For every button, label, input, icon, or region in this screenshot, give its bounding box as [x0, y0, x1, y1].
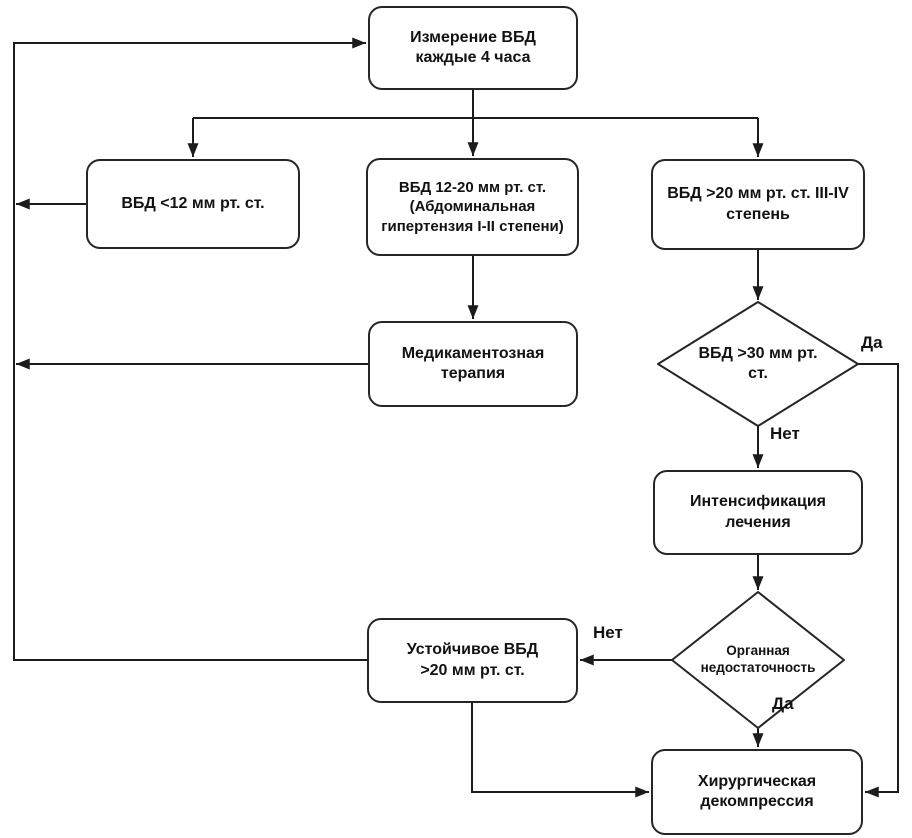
- node-measure-ibp-label: Измерение ВБД каждые 4 часа: [410, 28, 536, 66]
- decision-organ-failure: Органная недостаточность: [690, 626, 826, 694]
- node-treatment-intensification: Интенсификация лечения: [653, 470, 863, 555]
- node-sustained-ibp-label: Устойчивое ВБД >20 мм рт. ст.: [406, 641, 539, 679]
- edge-d1-yes: [858, 363, 899, 798]
- decision-ibp-above-30-label: ВБД >30 мм рт. ст.: [698, 345, 818, 382]
- node-treatment-intensification-label: Интенсификация лечения: [689, 493, 827, 531]
- node-ibp-below-12-label: ВБД <12 мм рт. ст.: [121, 194, 265, 212]
- node-measure-ibp: Измерение ВБД каждые 4 часа: [368, 6, 578, 90]
- decision-ibp-above-30-shape: [657, 301, 859, 427]
- edge-loop-to-measure: [13, 37, 367, 661]
- node-ibp-12-20-label: ВБД 12-20 мм рт. ст. (Абдоминальная гипе…: [381, 179, 564, 235]
- node-surgical-decompression-label: Хирургическая декомпрессия: [697, 772, 817, 810]
- edge-label-d1-yes: Да: [861, 333, 883, 352]
- edge-label-d2-yes: Да: [772, 694, 794, 713]
- node-surgical-decompression: Хирургическая декомпрессия: [651, 749, 863, 835]
- edge-label-d2-no: Нет: [593, 623, 623, 642]
- node-drug-therapy-label: Медикаментозная терапия: [401, 344, 545, 382]
- node-ibp-below-12: ВБД <12 мм рт. ст.: [86, 159, 300, 249]
- decision-ibp-above-30: ВБД >30 мм рт. ст.: [688, 330, 828, 398]
- node-ibp-above-20-label: ВБД >20 мм рт. ст. III-IV степень: [667, 185, 849, 223]
- edge-label-d1-no: Нет: [770, 424, 800, 443]
- node-ibp-12-20: ВБД 12-20 мм рт. ст. (Абдоминальная гипе…: [366, 158, 579, 256]
- node-ibp-above-20: ВБД >20 мм рт. ст. III-IV степень: [651, 159, 865, 250]
- node-drug-therapy: Медикаментозная терапия: [368, 321, 578, 407]
- edge-sustained-to-surgery: [471, 703, 649, 798]
- node-sustained-ibp: Устойчивое ВБД >20 мм рт. ст.: [367, 618, 578, 703]
- decision-organ-failure-label: Органная недостаточность: [700, 643, 816, 675]
- decision-organ-failure-shape: [671, 591, 845, 729]
